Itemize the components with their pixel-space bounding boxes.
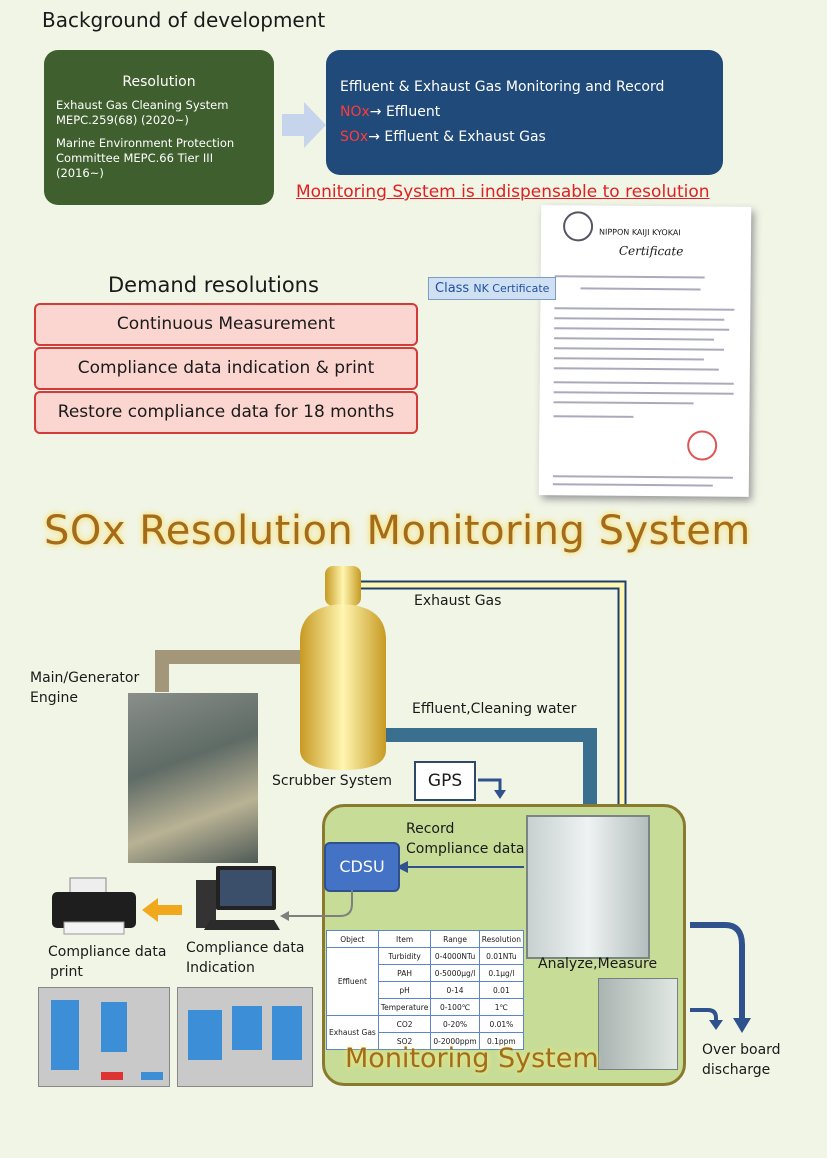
print-screenshot bbox=[38, 987, 170, 1087]
class-nk-main: Class bbox=[435, 281, 474, 296]
spec-cell: Temperature bbox=[377, 998, 432, 1016]
cdsu-box: CDSU bbox=[324, 842, 400, 892]
spec-header-resolution: Resolution bbox=[478, 930, 525, 948]
monitoring-system-label: Monitoring System bbox=[345, 1043, 599, 1074]
spec-object-effluent: Effluent bbox=[326, 947, 379, 1016]
nox-line: NOx→ Effluent bbox=[340, 104, 440, 120]
scrubber-top bbox=[325, 566, 361, 606]
sox-text: → Effluent & Exhaust Gas bbox=[368, 129, 546, 145]
spec-cell: 0-2000ppm bbox=[430, 1032, 480, 1050]
spec-cell: 0-100℃ bbox=[430, 998, 480, 1016]
print-label-line1: Compliance data bbox=[48, 944, 167, 960]
demand-item-restore: Restore compliance data for 18 months bbox=[34, 391, 418, 434]
resolution-line-egcs: Exhaust Gas Cleaning System MEPC.259(68)… bbox=[56, 98, 229, 127]
engine-photo bbox=[128, 693, 258, 863]
spec-cell: 0.01 bbox=[478, 981, 525, 999]
spec-header-object: Object bbox=[326, 930, 379, 948]
record-label-line1: Record bbox=[406, 821, 455, 837]
gps-box: GPS bbox=[414, 761, 476, 801]
spec-cell: pH bbox=[377, 981, 432, 999]
analyzer-cabinet-photo bbox=[526, 815, 650, 959]
demand-title: Demand resolutions bbox=[108, 273, 319, 297]
effluent-label: Effluent,Cleaning water bbox=[412, 701, 577, 717]
system-title: SOx Resolution Monitoring System bbox=[44, 508, 751, 554]
sox-line: SOx→ Effluent & Exhaust Gas bbox=[340, 129, 546, 145]
spec-header-item: Item bbox=[377, 930, 432, 948]
left-arrow-icon bbox=[396, 861, 524, 873]
spec-cell: 0-5000μg/l bbox=[430, 964, 480, 982]
indication-screenshot bbox=[177, 987, 313, 1087]
cdsu-to-pc-line bbox=[280, 890, 353, 921]
engine-label-line1: Main/Generator bbox=[30, 670, 140, 686]
spec-cell: 0.1μg/l bbox=[478, 964, 525, 982]
indispensable-note: Monitoring System is indispensable to re… bbox=[296, 182, 710, 202]
analyze-label: Analyze,Measure bbox=[538, 956, 658, 972]
spec-cell: 0-20% bbox=[430, 1015, 480, 1033]
indication-label-line2: Indication bbox=[186, 960, 255, 976]
spec-object-exhaust: Exhaust Gas bbox=[326, 1015, 379, 1050]
spec-cell: 0.1ppm bbox=[478, 1032, 525, 1050]
sox-label: SOx bbox=[340, 129, 369, 145]
demand-item-continuous: Continuous Measurement bbox=[34, 303, 418, 346]
spec-cell: 0.01NTu bbox=[478, 947, 525, 965]
print-label-line2: print bbox=[50, 964, 83, 980]
spec-table: Object Item Range Resolution Effluent Tu… bbox=[326, 930, 525, 1050]
monitoring-requirement-box: Effluent & Exhaust Gas Monitoring and Re… bbox=[326, 50, 723, 175]
exhaust-gas-label: Exhaust Gas bbox=[414, 593, 502, 609]
spec-cell: 0-4000NTu bbox=[430, 947, 480, 965]
spec-cell: Turbidity bbox=[377, 947, 432, 965]
spec-cell: PAH bbox=[377, 964, 432, 982]
spec-cell: SO2 bbox=[377, 1032, 432, 1050]
overboard-label-line2: discharge bbox=[702, 1062, 771, 1078]
record-label-line2: Compliance data bbox=[406, 841, 525, 857]
overboard-label-line1: Over board bbox=[702, 1042, 781, 1058]
monitoring-title: Effluent & Exhaust Gas Monitoring and Re… bbox=[340, 79, 665, 95]
spec-cell: 1℃ bbox=[478, 998, 525, 1016]
engine-label-line2: Engine bbox=[30, 690, 78, 706]
nox-text: → Effluent bbox=[369, 104, 441, 120]
sensor-cabinet-photo bbox=[598, 978, 678, 1070]
scrubber-tank bbox=[300, 604, 386, 770]
spec-header-range: Range bbox=[430, 930, 480, 948]
indication-label-line1: Compliance data bbox=[186, 940, 305, 956]
section-title-background: Background of development bbox=[42, 8, 326, 32]
spec-cell: CO2 bbox=[377, 1015, 432, 1033]
nox-label: NOx bbox=[340, 104, 370, 120]
demand-item-indication: Compliance data indication & print bbox=[34, 347, 418, 390]
computer-icon bbox=[196, 866, 280, 930]
spec-cell: 0-14 bbox=[430, 981, 480, 999]
scrubber-label: Scrubber System bbox=[272, 773, 393, 789]
spec-cell: 0.01% bbox=[478, 1015, 525, 1033]
printer-icon bbox=[52, 877, 136, 935]
resolution-title: Resolution bbox=[122, 74, 196, 90]
right-arrow-icon bbox=[282, 102, 326, 148]
resolution-line-mepc: Marine Environment Protection Committee … bbox=[56, 136, 235, 180]
class-nk-sub: NK Certificate bbox=[473, 282, 550, 295]
left-orange-arrow-icon bbox=[142, 898, 182, 922]
class-nk-badge: Class NK Certificate bbox=[428, 277, 557, 300]
resolution-box: Resolution Exhaust Gas Cleaning System M… bbox=[44, 50, 274, 205]
